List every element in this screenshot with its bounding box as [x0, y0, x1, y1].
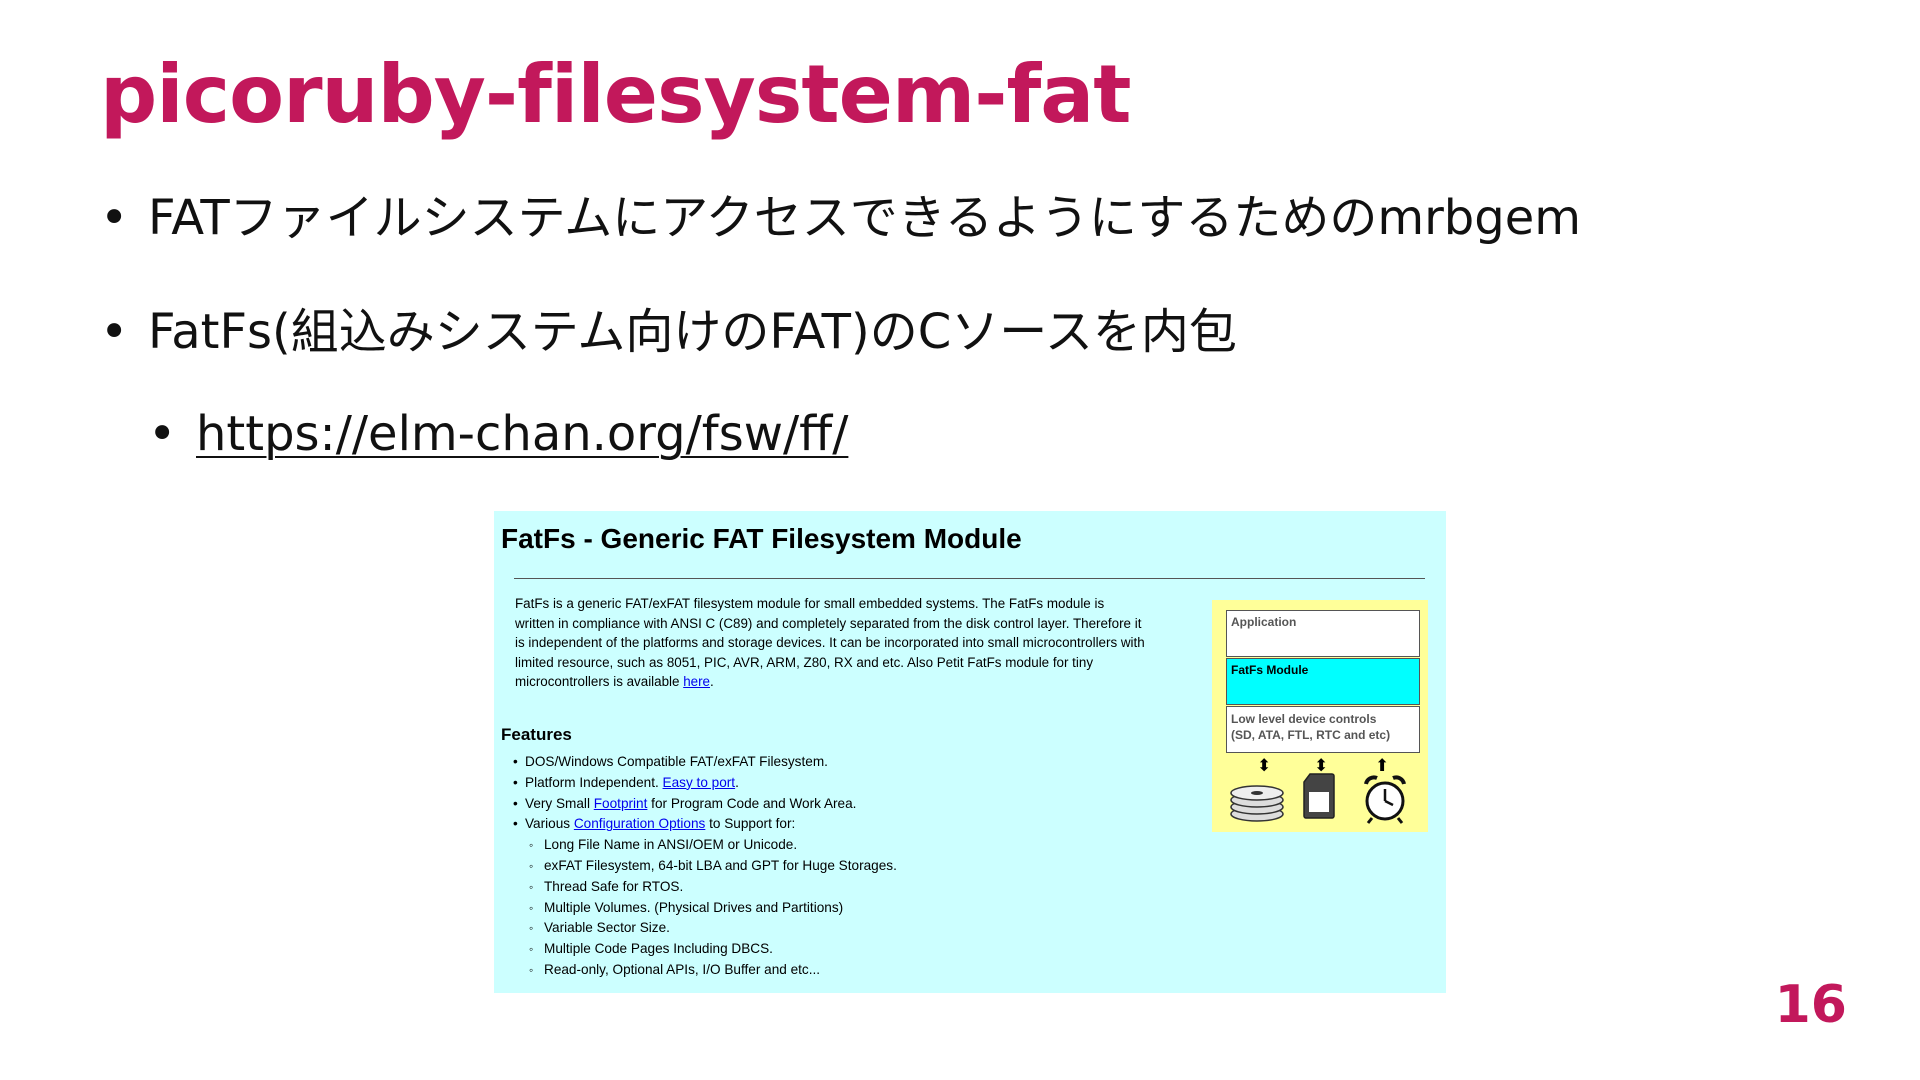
low-level-label: Low level device controls [1231, 712, 1377, 726]
application-layer: Application [1226, 610, 1420, 657]
desc-line: microcontrollers is available here. [515, 672, 1215, 692]
slide-title: picoruby-filesystem-fat [100, 48, 1131, 141]
double-arrow-icon: ⬍ [1257, 756, 1272, 775]
desc-end: . [710, 674, 714, 689]
easy-to-port-link[interactable]: Easy to port [662, 774, 736, 790]
list-item: Platform Independent. Easy to port. [501, 773, 897, 794]
low-level-layer: Low level device controls (SD, ATA, FTL,… [1226, 706, 1420, 753]
fatfs-module-layer: FatFs Module [1226, 658, 1420, 705]
page-number: 16 [1774, 975, 1847, 1035]
sub-list-item: Multiple Code Pages Including DBCS. [501, 939, 897, 960]
fatfs-url-link[interactable]: https://elm-chan.org/fsw/ff/ [196, 406, 849, 462]
desc-line: written in compliance with ANSI C (C89) … [515, 615, 1142, 631]
disk-stack-icon [1230, 785, 1284, 822]
bullet-marker: • [100, 190, 129, 246]
desc-line: is independent of the platforms and stor… [515, 635, 1145, 650]
features-list: DOS/Windows Compatible FAT/exFAT Filesys… [501, 752, 897, 981]
fatfs-layer-diagram: Application FatFs Module Low level devic… [1212, 600, 1428, 832]
sub-list-item: Long File Name in ANSI/OEM or Unicode. [501, 835, 897, 856]
list-item: DOS/Windows Compatible FAT/exFAT Filesys… [501, 752, 897, 773]
low-level-sublabel: (SD, ATA, FTL, RTC and etc) [1231, 728, 1391, 742]
item-text: for Program Code and Work Area. [647, 795, 857, 811]
sub-bullet-item: • https://elm-chan.org/fsw/ff/ [148, 406, 848, 462]
desc-line: FatFs is a generic FAT/exFAT filesystem … [515, 596, 1105, 611]
item-text: . [735, 774, 739, 790]
here-link[interactable]: here [683, 674, 710, 689]
configuration-options-link[interactable]: Configuration Options [573, 816, 706, 832]
fatfs-page-title: FatFs - Generic FAT Filesystem Module [501, 523, 1022, 554]
sub-list-item: Read-only, Optional APIs, I/O Buffer and… [501, 960, 897, 981]
item-text: Platform Independent. [525, 774, 663, 790]
double-arrow-icon: ⬍ [1314, 756, 1329, 775]
features-heading: Features [501, 725, 572, 744]
bullet-marker: • [100, 304, 129, 360]
list-item: Very Small Footprint for Program Code an… [501, 794, 897, 815]
item-text: Very Small [525, 795, 594, 811]
sd-card-icon [1303, 773, 1335, 819]
fatfs-page-screenshot: FatFs - Generic FAT Filesystem Module Fa… [494, 511, 1446, 993]
sub-list-item: Thread Safe for RTOS. [501, 877, 897, 898]
bullet-text: FatFs(組込みシステム向けのFAT)のCソースを内包 [148, 304, 1237, 360]
sub-list-item: Multiple Volumes. (Physical Drives and P… [501, 898, 897, 919]
footprint-link[interactable]: Footprint [593, 795, 648, 811]
bullet-text: FATファイルシステムにアクセスできるようにするためのmrbgem [148, 190, 1582, 246]
divider [514, 578, 1425, 579]
desc-text: microcontrollers is available [515, 674, 684, 689]
sub-list-item: exFAT Filesystem, 64-bit LBA and GPT for… [501, 856, 897, 877]
up-arrow-icon: ⬆ [1375, 756, 1390, 775]
sub-list-item: Variable Sector Size. [501, 918, 897, 939]
item-text: Various [525, 816, 574, 832]
list-item: Various Configuration Options to Support… [501, 814, 897, 835]
bullet-item: • FatFs(組込みシステム向けのFAT)のCソースを内包 [100, 292, 1237, 362]
alarm-clock-icon [1364, 775, 1406, 824]
bullet-marker: • [148, 406, 177, 462]
bullet-item: • FATファイルシステムにアクセスできるようにするためのmrbgem [100, 178, 1581, 248]
desc-line: limited resource, such as 8051, PIC, AVR… [515, 654, 1094, 670]
fatfs-description: FatFs is a generic FAT/exFAT filesystem … [515, 594, 1215, 692]
item-text: to Support for: [705, 816, 796, 832]
